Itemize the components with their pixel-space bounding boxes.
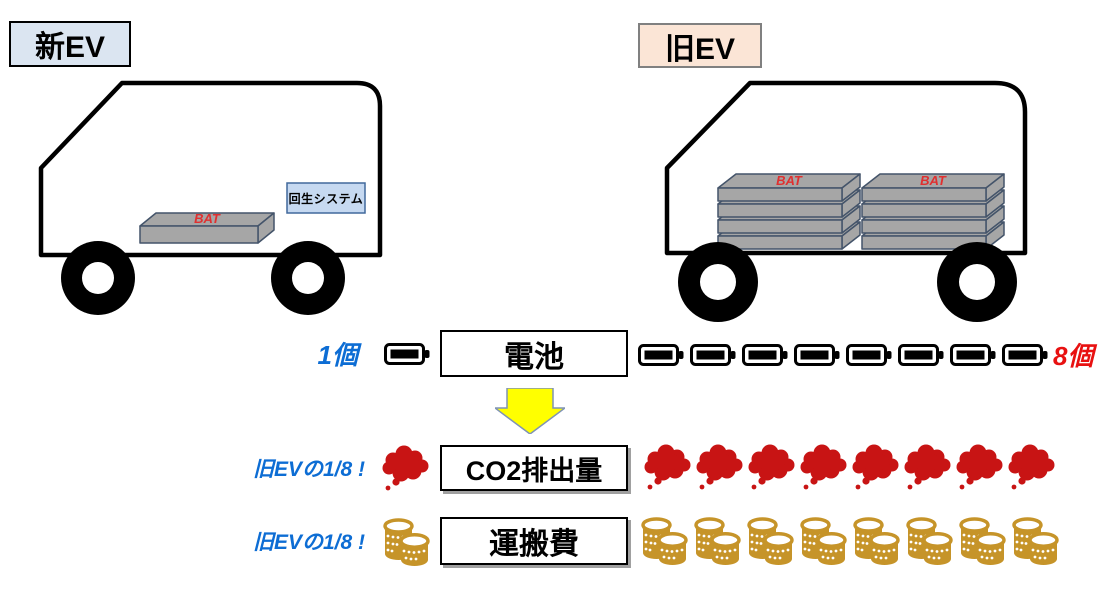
new-ev-rear-wheel — [271, 241, 345, 315]
co2-cloud-icon — [748, 444, 795, 490]
new-ev-front-wheel — [61, 241, 135, 315]
new-ev-battery-stack — [139, 212, 275, 244]
coins-icon — [959, 517, 1006, 565]
battery-slab — [139, 225, 259, 244]
battery-icon — [1002, 343, 1048, 366]
old-ev-cost-zone — [638, 511, 1059, 569]
old-ev-battery-stack-2 — [861, 173, 1005, 250]
old-ev-battery-icons — [638, 343, 1048, 366]
new-ev-co2-note: 旧EVの1/8 ! — [252, 458, 365, 481]
battery-icon — [638, 343, 684, 366]
cost-row-label: 運搬費 — [489, 528, 579, 561]
battery-slab — [717, 203, 843, 218]
battery-row-label: 電池 — [504, 340, 564, 374]
down-arrow-icon — [495, 388, 565, 434]
battery-icon — [384, 342, 430, 365]
cost-row-box: 運搬費 — [440, 517, 628, 565]
old-ev-battery-text-2: BAT — [920, 173, 947, 188]
coins-icon — [747, 517, 794, 565]
co2-cloud-icon — [800, 444, 847, 490]
old-ev-battery-stack-1 — [717, 173, 861, 250]
battery-icon — [950, 343, 996, 366]
new-ev-co2-icons — [380, 445, 430, 491]
battery-icon — [846, 343, 892, 366]
battery-slab — [861, 203, 987, 218]
co2-cloud-icon — [904, 444, 951, 490]
co2-cloud-icon — [956, 444, 1003, 490]
new-ev-cost-icons — [380, 514, 430, 568]
old-ev-front-wheel — [678, 242, 758, 322]
co2-cloud-icon — [382, 445, 429, 491]
battery-slab — [717, 187, 843, 202]
coins-icon — [1012, 517, 1059, 565]
battery-slab — [861, 219, 987, 234]
regen-system-box — [286, 182, 366, 214]
old-ev-battery-text-1: BAT — [776, 173, 803, 188]
new-ev-battery-count-zone: 1個 — [240, 330, 430, 377]
new-ev-battery-text: BAT — [194, 211, 221, 226]
coins-icon — [694, 517, 741, 565]
battery-row-box: 電池 — [440, 330, 628, 377]
new-ev-co2-zone: 旧EVの1/8 ! — [225, 445, 430, 491]
old-ev-vehicle: BAT BAT — [664, 80, 1028, 322]
regen-system-label: 回生システム — [289, 191, 364, 206]
battery-icon — [794, 343, 840, 366]
coins-icon — [641, 517, 688, 565]
old-ev-rear-wheel — [937, 242, 1017, 322]
coins-icon — [383, 518, 430, 566]
new-ev-battery-count: 1個 — [317, 340, 358, 370]
coins-icon — [853, 517, 900, 565]
battery-icon — [690, 343, 736, 366]
co2-row-box: CO2排出量 — [440, 445, 628, 491]
new-ev-vehicle: BAT 回生システム — [38, 80, 383, 315]
co2-cloud-icon — [696, 444, 743, 490]
old-ev-co2-zone — [642, 442, 1056, 492]
old-ev-co2-icons — [642, 444, 1056, 490]
coins-icon — [800, 517, 847, 565]
old-ev-label: 旧EV — [638, 23, 762, 68]
co2-cloud-icon — [644, 444, 691, 490]
new-ev-cost-zone: 旧EVの1/8 ! — [225, 515, 430, 567]
co2-cloud-icon — [852, 444, 899, 490]
battery-slab — [717, 219, 843, 234]
old-ev-cost-icons — [638, 513, 1059, 567]
battery-icon — [742, 343, 788, 366]
old-ev-battery-count-zone: 8個 — [638, 331, 1093, 378]
battery-icon — [898, 343, 944, 366]
battery-slab — [861, 187, 987, 202]
old-ev-battery-count: 8個 — [1053, 341, 1094, 371]
new-ev-label: 新EV — [9, 21, 131, 67]
new-ev-battery-icons — [384, 342, 430, 365]
co2-cloud-icon — [1008, 444, 1055, 490]
coins-icon — [906, 517, 953, 565]
co2-row-label: CO2排出量 — [465, 455, 603, 486]
new-ev-cost-note: 旧EVの1/8 ! — [252, 531, 365, 554]
